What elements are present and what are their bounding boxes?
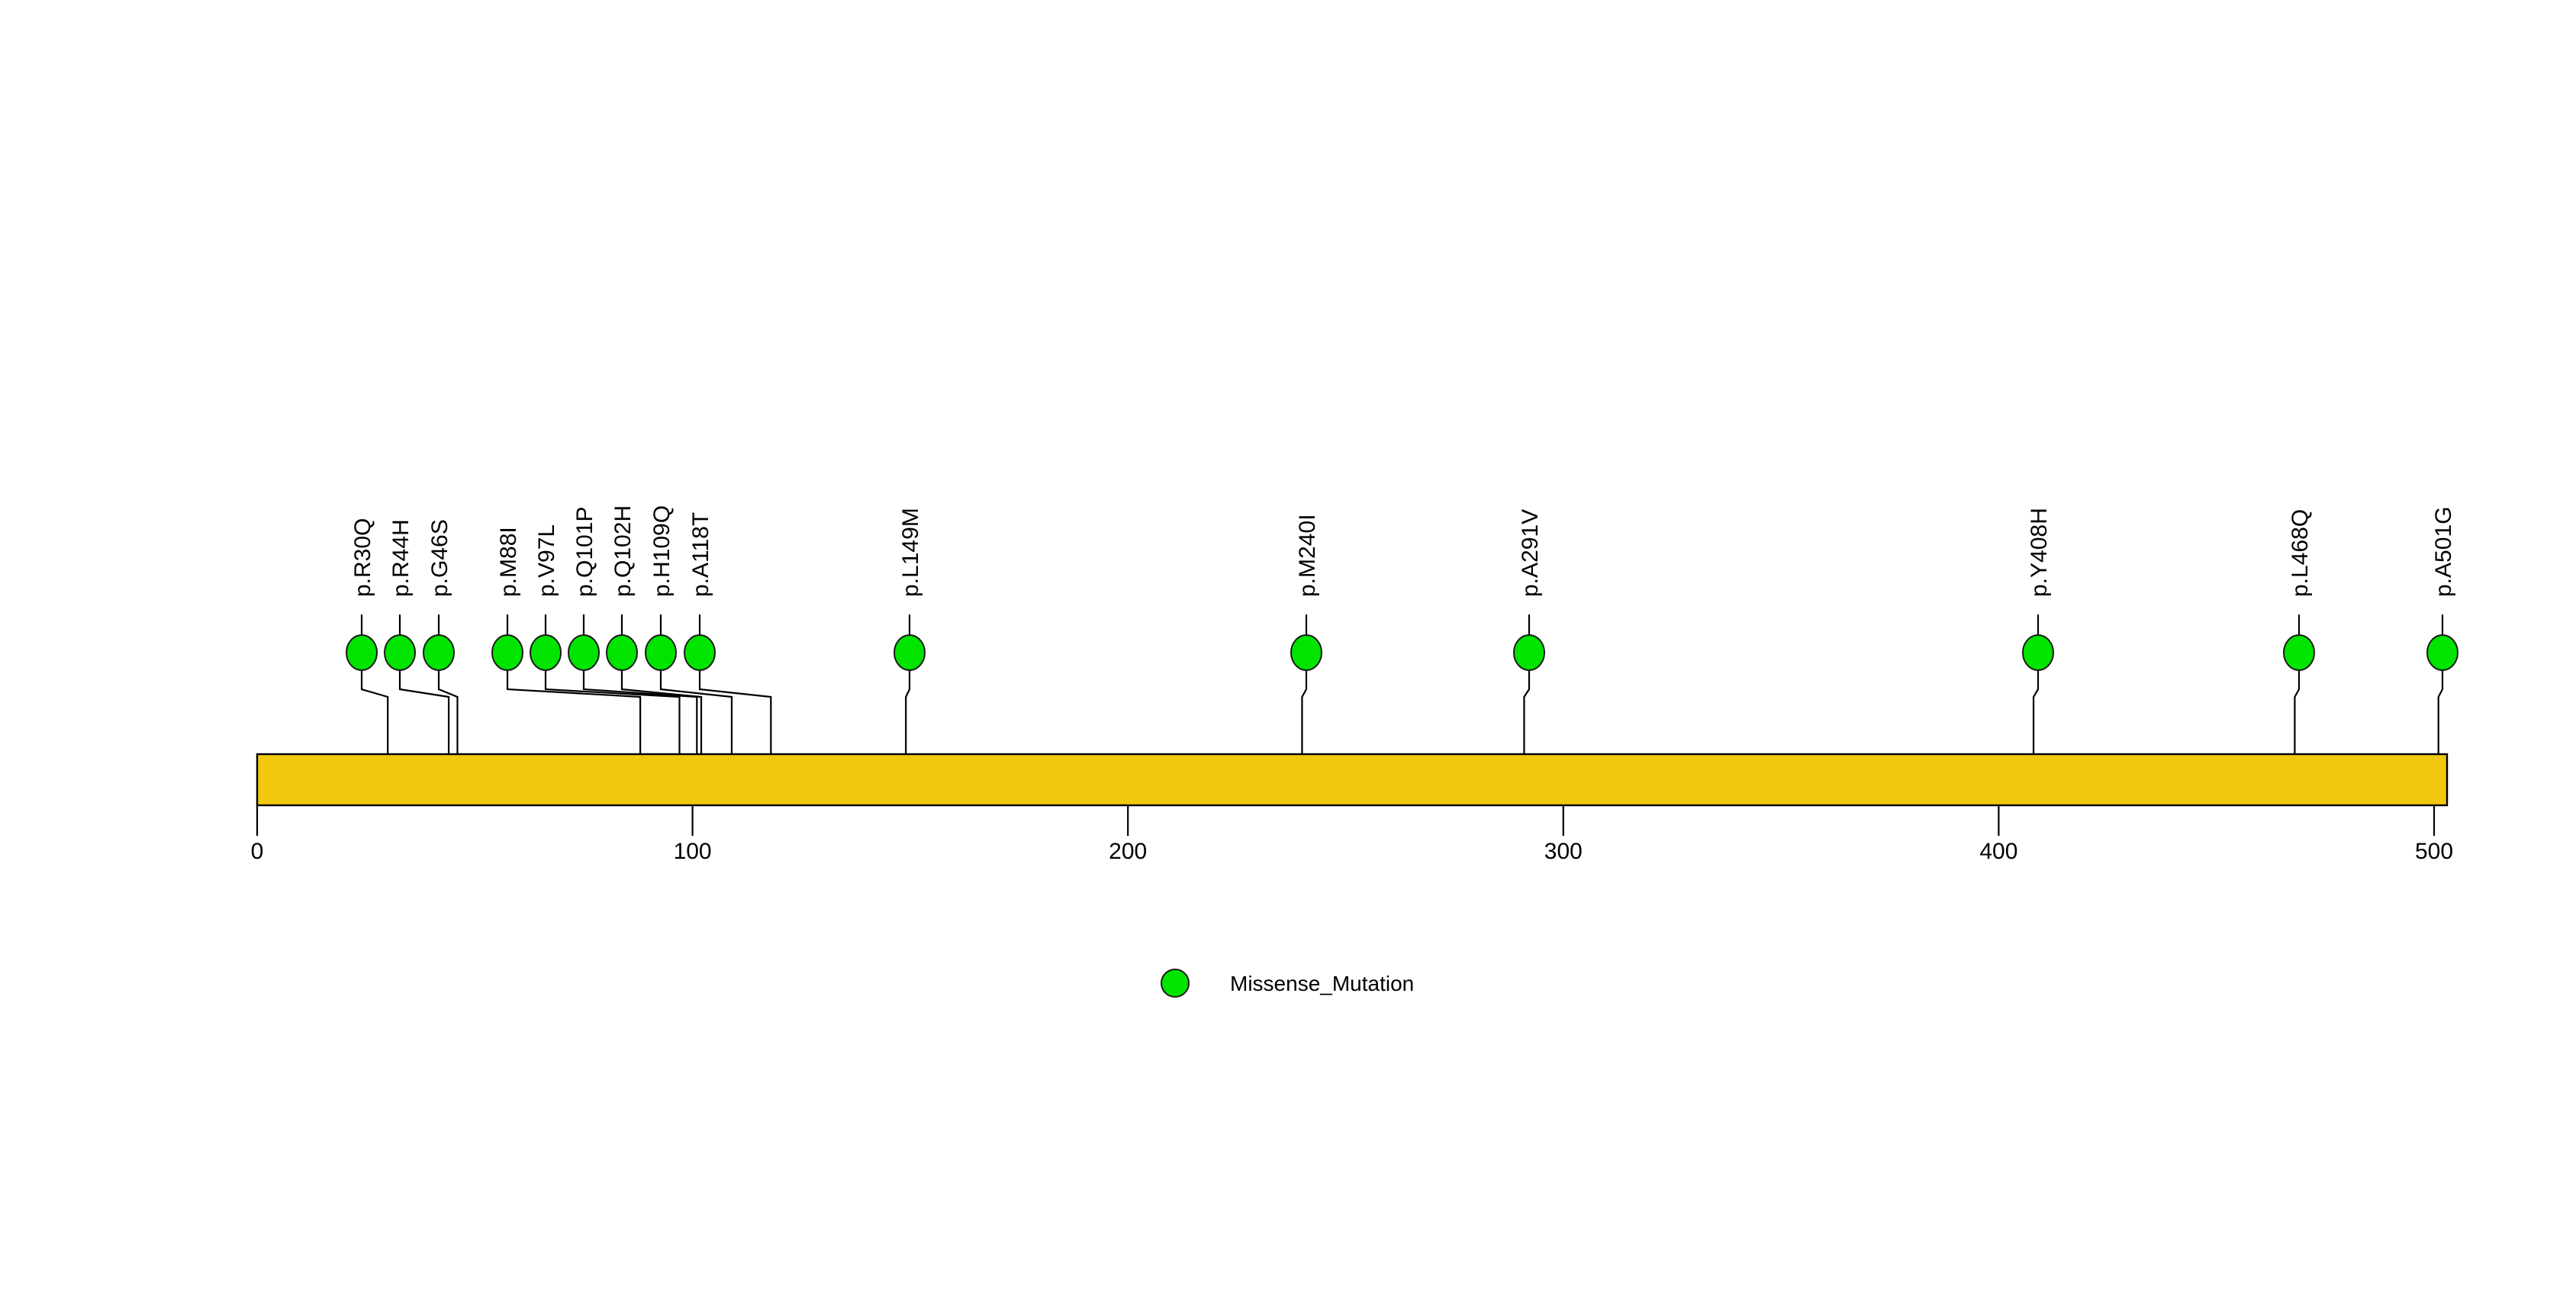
lollipop-connector-p.M88I xyxy=(506,668,642,805)
lollipop-head-p.V97L[interactable] xyxy=(530,634,562,671)
mutation-label-p.M240I: p.M240I xyxy=(1295,514,1320,597)
lollipop-head-p.A501G[interactable] xyxy=(2426,634,2458,671)
mutation-label-p.V97L: p.V97L xyxy=(534,524,559,597)
lollipop-head-p.Q101P[interactable] xyxy=(568,634,600,671)
legend-missense-dot xyxy=(1161,969,1190,998)
legend-group: Missense_Mutation xyxy=(1161,969,1414,998)
lollipop-head-p.Y408H[interactable] xyxy=(2022,634,2054,671)
lollipop-connector-p.G46S xyxy=(437,668,459,805)
lollipop-connector-p.V97L xyxy=(544,668,681,805)
lollipop-connector-p.Y408H xyxy=(2032,668,2040,805)
x-axis-tick-label-0: 0 xyxy=(251,839,264,864)
lollipop-connector-p.Q101P xyxy=(582,668,698,805)
x-axis-tick-label-300: 300 xyxy=(1544,839,1583,864)
mutation-label-p.A501G: p.A501G xyxy=(2431,507,2456,597)
mutation-label-p.A291V: p.A291V xyxy=(1518,509,1543,597)
mutation-label-p.Q101P: p.Q101P xyxy=(572,507,597,597)
lollipop-head-p.Q102H[interactable] xyxy=(606,634,638,671)
lollipop-connector-p.A118T xyxy=(698,668,772,805)
lollipop-head-p.H109Q[interactable] xyxy=(645,634,677,671)
mutation-label-p.Y408H: p.Y408H xyxy=(2027,508,2052,597)
lollipop-connector-p.M240I xyxy=(1301,668,1308,805)
legend-missense-label: Missense_Mutation xyxy=(1230,972,1414,995)
lollipop-connector-p.R44H xyxy=(398,668,450,805)
x-axis-tick-label-200: 200 xyxy=(1109,839,1147,864)
x-axis-group: 0 100 200 300 400 500 xyxy=(251,805,2453,864)
lollipop-head-p.L149M[interactable] xyxy=(894,634,926,671)
protein-backbone-group xyxy=(256,753,2449,807)
mutation-label-p.L468Q: p.L468Q xyxy=(2288,509,2313,597)
lollipop-head-p.R44H[interactable] xyxy=(384,634,416,671)
mutation-label-p.R30Q: p.R30Q xyxy=(350,518,375,597)
lollipop-head-p.M88I[interactable] xyxy=(491,634,523,671)
mutation-labels-group: p.R30Q p.R44H p.G46S p.M88I p.V97L p.Q101P p.Q… xyxy=(350,505,2456,597)
x-axis-tick-label-400: 400 xyxy=(1979,839,2017,864)
mutation-label-p.L149M: p.L149M xyxy=(898,508,923,597)
lollipop-connector-p.L468Q xyxy=(2294,668,2301,805)
lollipop-connector-p.Q102H xyxy=(620,668,703,805)
mutation-label-p.A118T: p.A118T xyxy=(688,512,713,597)
mutation-label-p.H109Q: p.H109Q xyxy=(649,505,675,597)
mutation-label-p.R44H: p.R44H xyxy=(388,519,414,597)
lollipop-head-p.R30Q[interactable] xyxy=(346,634,378,671)
lollipop-connector-p.R30Q xyxy=(360,668,389,805)
lollipop-connector-p.H109Q xyxy=(659,668,733,805)
lollipop-heads-group xyxy=(346,634,2458,671)
lollipop-head-p.L468Q[interactable] xyxy=(2283,634,2315,671)
lollipop-connector-p.A501G xyxy=(2437,668,2444,805)
mutation-label-p.M88I: p.M88I xyxy=(496,527,521,597)
mutation-label-p.G46S: p.G46S xyxy=(427,519,452,597)
lollipop-head-p.A291V[interactable] xyxy=(1513,634,1545,671)
mutation-label-p.Q102H: p.Q102H xyxy=(610,505,636,597)
lollipop-connector-p.L149M xyxy=(905,668,911,805)
lollipop-head-p.M240I[interactable] xyxy=(1290,634,1322,671)
protein-backbone-rect xyxy=(256,753,2449,807)
connector-lines-group xyxy=(360,614,2444,805)
lollipop-head-p.G46S[interactable] xyxy=(423,634,455,671)
lollipop-connector-p.A291V xyxy=(1523,668,1531,805)
x-axis-tick-label-500: 500 xyxy=(2415,839,2453,864)
lollipop-head-p.A118T[interactable] xyxy=(684,634,716,671)
x-axis-tick-label-100: 100 xyxy=(674,839,712,864)
